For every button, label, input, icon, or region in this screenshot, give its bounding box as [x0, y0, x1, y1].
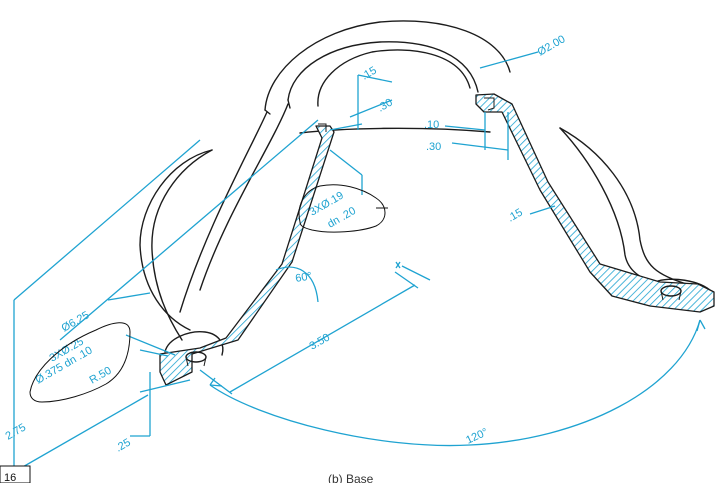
- left-flange-outer: [139, 149, 213, 331]
- top-boss-outer: [264, 20, 511, 111]
- dim-wall-inset-2: .30: [426, 141, 441, 153]
- top-boss-inner-left: [317, 49, 471, 107]
- dim-height: 2.75: [4, 421, 29, 442]
- top-counterbore-left: [318, 123, 327, 132]
- left-foot: [164, 331, 224, 356]
- left-cone-edge: [179, 111, 268, 313]
- base-arc-120: [209, 319, 701, 447]
- dim-top-thickness-2: .30: [376, 97, 395, 115]
- dim-outer-diameter: Ø2.00: [536, 33, 568, 58]
- dim-cone-angle: 60°: [294, 270, 312, 285]
- figure-number-box: [0, 465, 31, 483]
- dim-wall-thickness: .15: [506, 207, 525, 225]
- dim-flange-thickness: .25: [114, 437, 133, 455]
- right-flange-inner: [559, 127, 661, 284]
- left-foot-hole-bore: [185, 356, 207, 367]
- left-flange-lower: [151, 149, 213, 341]
- figure-number: 16: [4, 472, 16, 483]
- ink-loop-hole-callout: [29, 322, 131, 403]
- right-foot-hole-bore: [660, 290, 682, 301]
- dim-wall-inset: .10: [424, 119, 439, 131]
- dim-base-diameter: Ø6.25: [60, 309, 92, 334]
- dim-top-thickness: .15: [360, 65, 379, 83]
- top-counterbore-right: [484, 97, 495, 111]
- section-cut: [159, 93, 715, 386]
- dim-radius: R.50: [88, 365, 114, 387]
- figure-caption: (b) Base: [328, 472, 374, 483]
- right-flange-outer: [559, 127, 691, 286]
- base-arc-arrows: [209, 319, 706, 387]
- dome-back-rim: [299, 127, 491, 134]
- left-section: [159, 125, 335, 386]
- right-section: [475, 93, 715, 313]
- top-boss-rim: [287, 41, 479, 101]
- part-outline: [139, 20, 713, 356]
- dimension-lines: [13, 51, 556, 473]
- ink-loop-counterbore: [298, 184, 388, 233]
- left-cone-back: [199, 103, 289, 291]
